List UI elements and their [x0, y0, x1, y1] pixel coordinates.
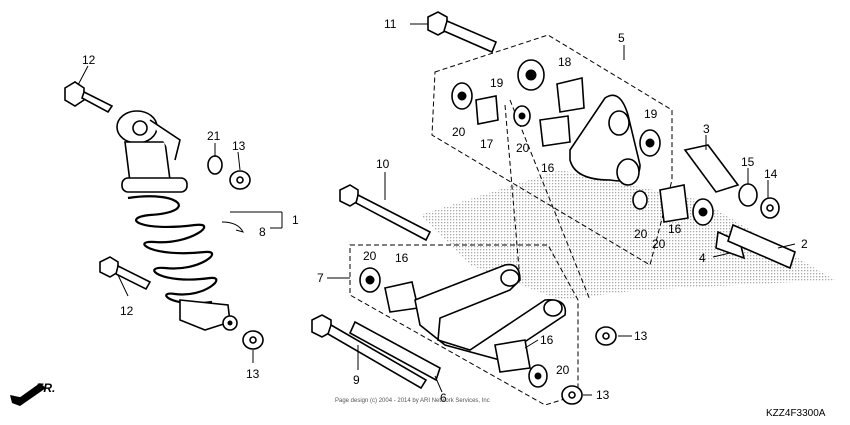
callout-13-shock-upper: 13: [232, 139, 246, 153]
callout-7: 7: [317, 271, 324, 285]
callout-20-arm-lower: 20: [634, 227, 648, 241]
diagram-code: KZZ4F3300A: [766, 408, 826, 419]
washer-21: [207, 155, 223, 175]
callout-8: 8: [259, 225, 266, 239]
nut-13-bottom: [561, 385, 583, 405]
callout-9: 9: [353, 373, 360, 387]
callout-17: 17: [480, 137, 494, 151]
callout-16-arm-lower: 16: [668, 222, 682, 236]
callout-15: 15: [741, 155, 755, 169]
callout-16-rod: 16: [395, 251, 409, 265]
callout-18: 18: [558, 55, 572, 69]
assembly-link-line-a: [504, 104, 521, 281]
callout-19-lower: 19: [644, 107, 658, 121]
nut-13-lower: [242, 330, 264, 350]
callout-20-arm-left: 20: [452, 125, 466, 139]
callout-2: 2: [801, 237, 808, 251]
callout-13-bottom: 13: [596, 388, 610, 402]
callout-14: 14: [764, 167, 778, 181]
collar-2: [727, 223, 796, 270]
callout-20-rod-lower: 20: [556, 363, 570, 377]
shock-spring: [127, 195, 218, 305]
nut-13-rod: [595, 326, 617, 346]
bolt-12-upper: [64, 81, 114, 114]
callout-6: 6: [440, 391, 447, 405]
callout-20-arm-mid: 20: [516, 141, 530, 155]
copyright-notice: Page design (c) 2004 - 2014 by ARI Netwo…: [335, 398, 490, 404]
callout-11: 11: [384, 17, 397, 31]
callout-21: 21: [207, 129, 221, 143]
bolt-11: [427, 11, 498, 54]
front-arrow-icon: [10, 383, 46, 406]
leader-lines: [77, 23, 796, 396]
callout-12-lower: 12: [120, 304, 134, 318]
callout-16-arm: 16: [541, 161, 555, 175]
callout-10: 10: [376, 157, 390, 171]
bolt-12-lower: [99, 256, 152, 291]
rod-assembly: [359, 263, 567, 388]
callout-12-upper: 12: [82, 53, 96, 67]
callout-13-rod: 13: [634, 329, 648, 343]
bolt-10: [339, 184, 432, 242]
callout-20-arm-right: 20: [652, 237, 666, 251]
front-indicator: FR.: [36, 381, 55, 395]
callout-4: 4: [699, 251, 706, 265]
bolt-9: [311, 314, 428, 390]
callout-16-rod-lower: 16: [540, 333, 554, 347]
shock-absorber: [116, 110, 244, 331]
callout-3: 3: [703, 122, 710, 136]
callout-1: 1: [292, 213, 299, 227]
frame-stipple: [420, 170, 835, 300]
callout-19-upper: 19: [490, 76, 504, 90]
callout-13-shock-lower: 13: [246, 367, 260, 381]
arm-assembly-outline: [431, 34, 673, 266]
callout-5: 5: [618, 31, 625, 45]
callout-20-rod: 20: [363, 249, 377, 263]
arm-assembly: [451, 59, 780, 226]
collar-6: [348, 320, 441, 382]
assembly-link-line-b: [509, 99, 591, 301]
nut-13-upper: [229, 170, 251, 190]
